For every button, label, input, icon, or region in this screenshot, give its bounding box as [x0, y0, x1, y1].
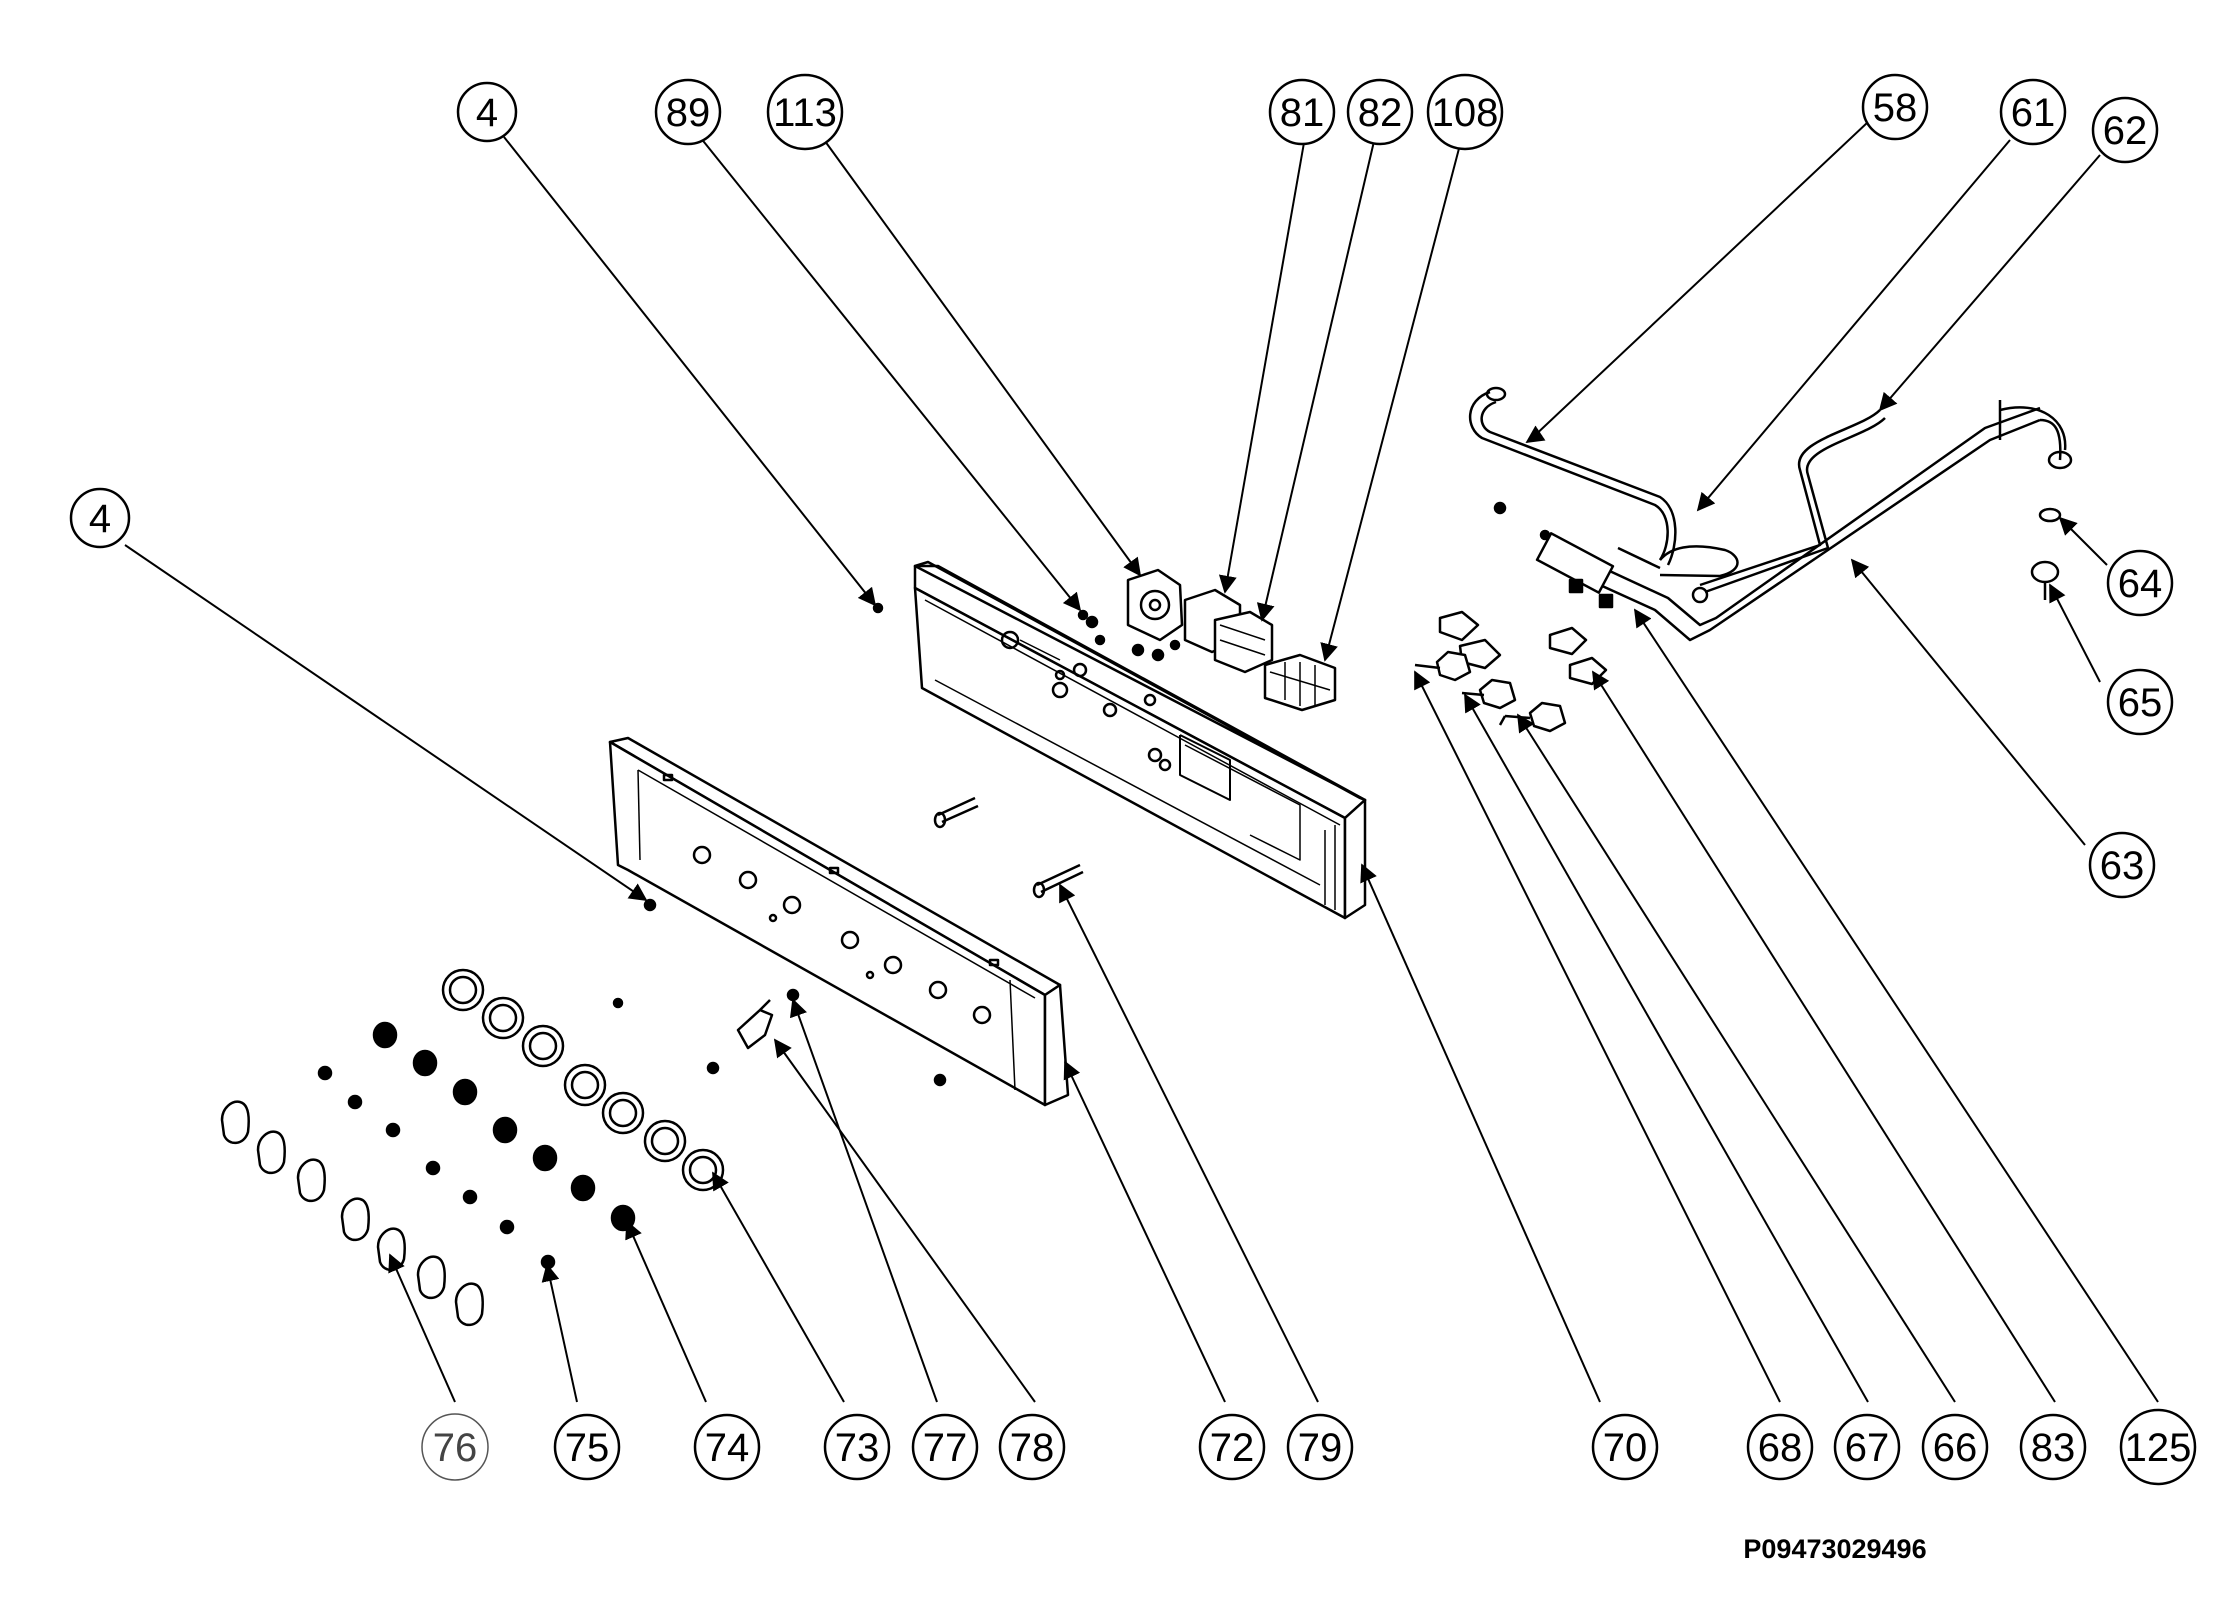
callout-label: 76 — [433, 1426, 478, 1470]
front-fascia-panel-part — [608, 736, 1070, 1107]
knob-washers-part — [317, 1065, 556, 1270]
callout-64: 64 — [2106, 549, 2174, 617]
callout-label: 68 — [1758, 1426, 1803, 1470]
callout-67: 67 — [1833, 1413, 1901, 1481]
callout-label: 72 — [1210, 1426, 1255, 1470]
callout-81: 81 — [1268, 78, 1336, 146]
callout-label: 78 — [1010, 1426, 1055, 1470]
callout-label: 81 — [1280, 91, 1325, 135]
callout-label: 65 — [2118, 681, 2163, 725]
callout-label: 64 — [2118, 562, 2163, 606]
callout-label: 108 — [1432, 91, 1499, 135]
callout-79: 79 — [1286, 1413, 1354, 1481]
callout-58: 58 — [1861, 73, 1929, 141]
timer-switch-assembly-part — [1085, 568, 1337, 712]
callout-78: 78 — [998, 1413, 1066, 1481]
callout-label: 82 — [1358, 91, 1403, 135]
callout-label: 58 — [1873, 86, 1918, 130]
callout-76: 76 — [421, 1413, 489, 1481]
callout-113: 113 — [766, 73, 844, 151]
callout-label: 77 — [923, 1426, 968, 1470]
callout-label: 125 — [2125, 1426, 2192, 1470]
callout-4-left: 4 — [69, 487, 131, 549]
callouts: 4 89 113 81 82 108 58 61 — [69, 73, 2197, 1486]
callout-75: 75 — [553, 1413, 621, 1481]
pins-screws-part — [612, 602, 1089, 1087]
callout-74: 74 — [693, 1413, 761, 1481]
callout-label: 79 — [1298, 1426, 1343, 1470]
callout-66: 66 — [1921, 1413, 1989, 1481]
callout-label: 113 — [773, 91, 837, 135]
callout-label: 62 — [2103, 109, 2148, 153]
knob-bodies-part — [372, 1021, 636, 1232]
callout-82: 82 — [1346, 78, 1414, 146]
callout-label: 74 — [705, 1426, 750, 1470]
callout-62: 62 — [2091, 96, 2159, 164]
callout-label: 89 — [666, 91, 711, 135]
callout-label: 73 — [835, 1426, 880, 1470]
gas-manifold-pipes-part — [1468, 386, 2073, 642]
callout-61: 61 — [1999, 78, 2067, 146]
callout-label: 61 — [2011, 91, 2056, 135]
callout-68: 68 — [1746, 1413, 1814, 1481]
callout-72: 72 — [1198, 1413, 1266, 1481]
callout-83: 83 — [2019, 1413, 2087, 1481]
control-knobs-part — [220, 1100, 484, 1327]
callout-63: 63 — [2088, 831, 2156, 899]
callout-label: 4 — [476, 91, 498, 135]
parts-artwork — [220, 386, 2073, 1327]
gas-taps-part — [1414, 610, 1608, 733]
panel-clip-part — [736, 999, 774, 1050]
callout-label: 67 — [1845, 1426, 1890, 1470]
callout-108: 108 — [1426, 73, 1504, 151]
callout-label: 83 — [2031, 1426, 2076, 1470]
knob-bezels-part — [441, 968, 725, 1192]
drawing-code: P09473029496 — [1743, 1534, 1926, 1564]
rear-panel-frame-part — [913, 560, 1367, 920]
callout-label: 70 — [1603, 1426, 1648, 1470]
callout-4-top: 4 — [456, 81, 518, 143]
callout-label: 75 — [565, 1426, 610, 1470]
callout-89: 89 — [654, 78, 722, 146]
callout-label: 66 — [1933, 1426, 1978, 1470]
leader-lines — [124, 121, 2159, 1403]
callout-label: 63 — [2100, 844, 2145, 888]
callout-77: 77 — [911, 1413, 979, 1481]
callout-65: 65 — [2106, 668, 2174, 736]
callout-label: 4 — [89, 497, 111, 541]
callout-125: 125 — [2119, 1408, 2197, 1486]
callout-70: 70 — [1591, 1413, 1659, 1481]
callout-73: 73 — [823, 1413, 891, 1481]
